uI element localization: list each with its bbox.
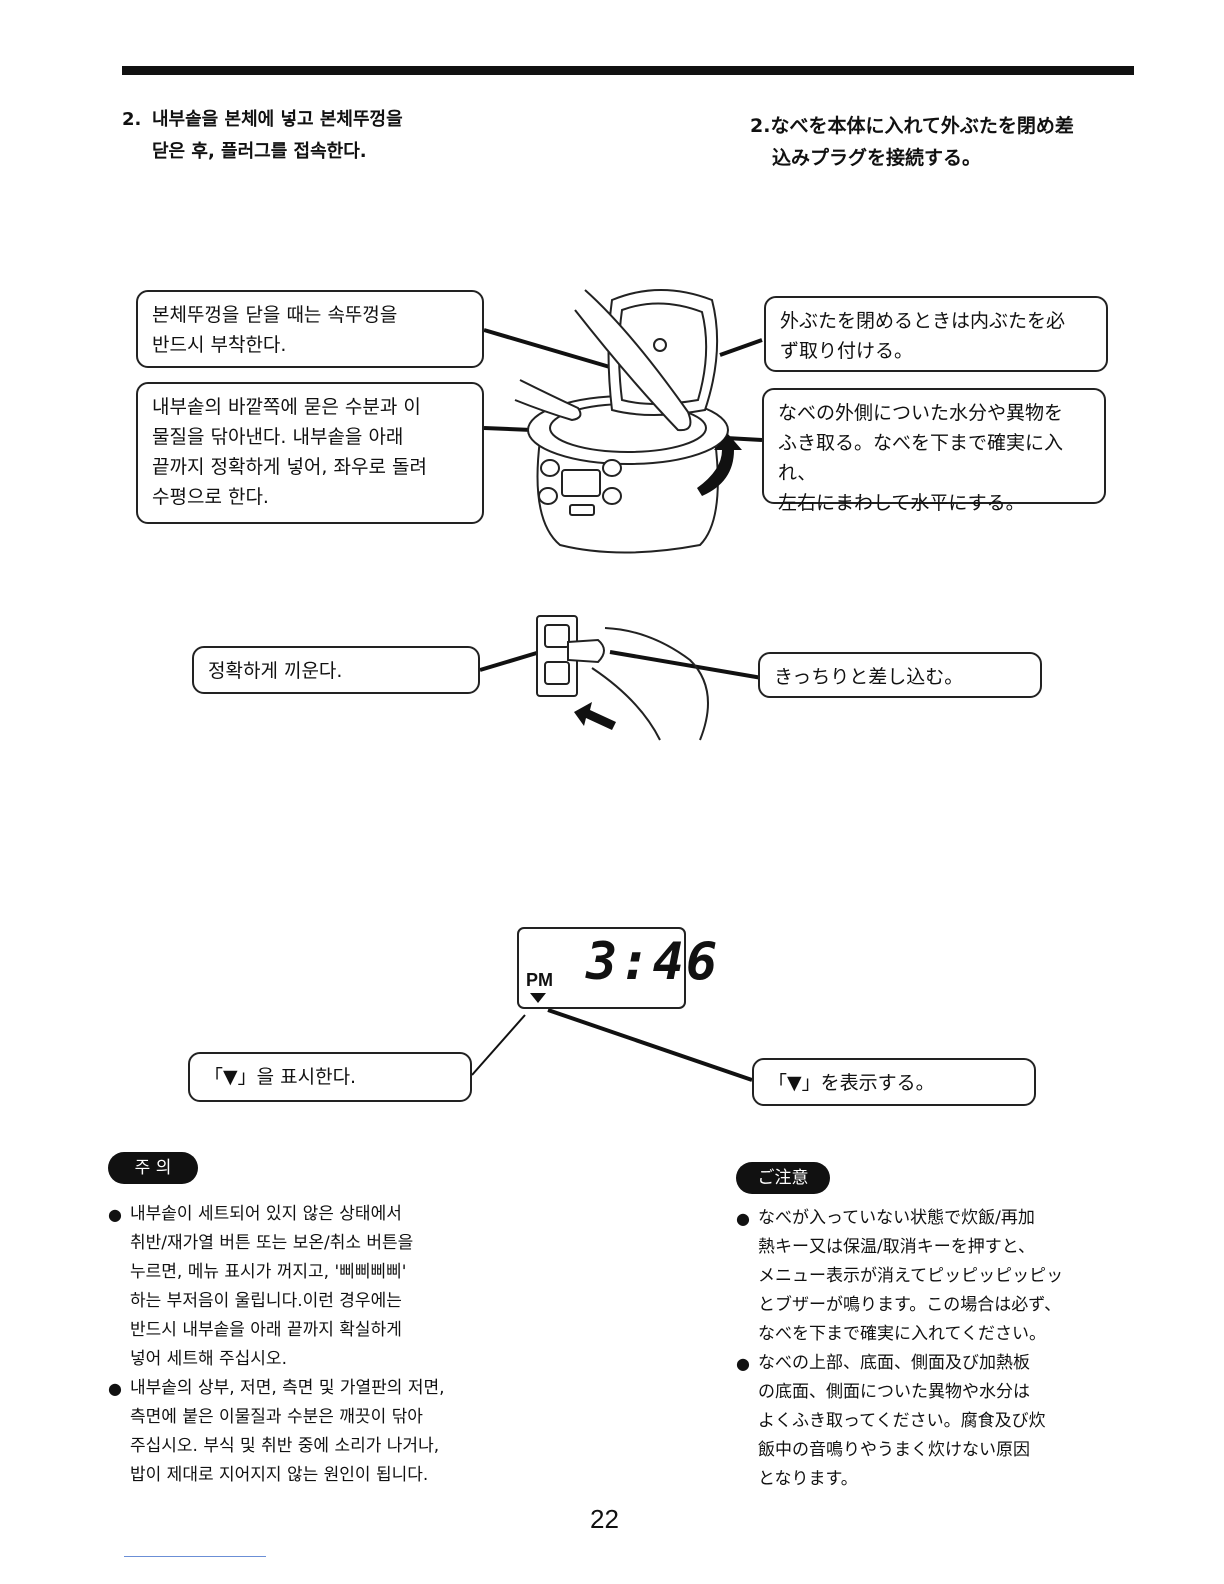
caution-list-ko: 내부솥이 세트되어 있지 않은 상태에서 취반/재가열 버튼 또는 보온/취소 … [108,1200,488,1490]
step-heading-ja-line1: 2.なべを本体に入れて外ぶたを閉め差 [750,115,1074,137]
caution-ja-1-line: 熱キー又は保温/取消キーを押すと、 [758,1237,1036,1257]
step-heading-ko-line1: 내부솥을 본체에 넣고 본체뚜껑을 [152,109,403,130]
caution-ko-1-line: 취반/재가열 버튼 또는 보온/취소 버튼을 [130,1233,414,1253]
step-heading-ja-line2: 込みプラグを接続する。 [772,147,982,169]
callout-pot-ko-line4: 수평으로 한다. [152,486,269,508]
socket-plug-illustration [536,615,709,741]
caution-ja-2-line: なべの上部、底面、側面及び加熱板 [758,1353,1030,1373]
callout-pot-ja: なべの外側についた水分や異物を ふき取る。なべを下まで確実に入れ、 左右にまわし… [762,388,1106,514]
caution-ja-2-line: よくふき取ってください。腐食及び炊 [758,1411,1046,1431]
caution-ko-1-line: 하는 부저음이 울립니다.이런 경우에는 [130,1291,402,1311]
callout-plug-ja-text: きっちりと差し込む。 [774,666,964,688]
step-heading-ko-line2: 닫은 후, 플러그를 접속한다. [152,141,367,162]
callout-lid-ja-line1: 外ぶたを閉めるときは内ぶたを必 [780,310,1066,332]
caution-ko-1-line: 넣어 세트해 주십시오. [130,1349,287,1369]
caution-ko-1-line: 반드시 내부솥을 아래 끝까지 확실하게 [130,1320,402,1340]
callout-plug-ko: 정확하게 끼운다. [192,646,480,694]
rice-cooker-illustration [514,289,729,554]
caution-ja-2-line: 飯中の音鳴りやうまく炊けない原因 [758,1440,1030,1460]
caution-ko-1-line: 내부솥이 세트되어 있지 않은 상태에서 [130,1204,402,1224]
caution-item-ko-2: 내부솥의 상부, 저면, 측면 및 가열판의 저면, 측면에 붙은 이물질과 수… [108,1374,488,1490]
caution-item-ja-1: なべが入っていない状態で炊飯/再加 熱キー又は保温/取消キーを押すと、 メニュー… [736,1204,1126,1349]
caution-ko-2-line: 측면에 붙은 이물질과 수분은 깨끗이 닦아 [130,1407,423,1427]
header-rule [122,66,1134,75]
callout-plug-ja: きっちりと差し込む。 [758,652,1042,698]
caution-ko-2-line: 밥이 제대로 지어지지 않는 원인이 됩니다. [130,1465,429,1485]
callout-display-ko: 「▼」을 표시한다. [188,1052,472,1102]
caution-ja-2-line: の底面、側面についた異物や水分は [758,1382,1030,1402]
step-heading-ko: 2. 내부솥을 본체에 넣고 본체뚜껑을 닫은 후, 플러그를 접속한다. [122,104,522,168]
footer-rule [124,1556,266,1557]
callout-lid-ko: 본체뚜껑을 닫을 때는 속뚜껑을 반드시 부착한다. [136,290,484,368]
caution-ja-2-line: となります。 [758,1469,858,1489]
callout-lid-ja: 外ぶたを閉めるときは内ぶたを必 ず取り付ける。 [764,296,1108,372]
callout-display-ja-text: 「▼」を表示する。 [768,1072,935,1094]
callout-display-ja: 「▼」を表示する。 [752,1058,1036,1106]
callout-lid-ko-line1: 본체뚜껑을 닫을 때는 속뚜껑을 [152,304,398,326]
callout-display-ko-text: 「▼」을 표시한다. [204,1066,357,1088]
caution-item-ja-2: なべの上部、底面、側面及び加熱板 の底面、側面についた異物や水分は よくふき取っ… [736,1349,1126,1494]
callout-pot-ja-line2: ふき取る。なべを下まで確実に入れ、 [778,432,1064,484]
step-heading-ja: 2.なべを本体に入れて外ぶたを閉め差 込みプラグを接続する。 [750,110,1150,174]
callout-pot-ko: 내부솥의 바깥쪽에 묻은 수분과 이 물질을 닦아낸다. 내부솥을 아래 끝까지… [136,382,484,524]
caution-badge-ko: 주 의 [108,1152,198,1184]
callout-pot-ko-line2: 물질을 닦아낸다. 내부솥을 아래 [152,426,404,448]
caution-item-ko-1: 내부솥이 세트되어 있지 않은 상태에서 취반/재가열 버튼 또는 보온/취소 … [108,1200,488,1374]
callout-pot-ko-line1: 내부솥의 바깥쪽에 묻은 수분과 이 [152,396,421,418]
lcd-display-illustration [517,927,686,1009]
callout-pot-ja-line3: 左右にまわして水平にする。 [778,492,1025,514]
caution-ko-2-line: 주십시오. 부식 및 취반 중에 소리가 나거나, [130,1436,440,1456]
caution-ja-1-line: なべを下まで確実に入れてください。 [758,1324,1046,1344]
step-number: 2. [122,109,142,130]
caution-ko-2-line: 내부솥의 상부, 저면, 측면 및 가열판의 저면, [130,1378,445,1398]
caution-badge-ja: ご注意 [736,1162,830,1194]
lcd-time: 3:46 [586,932,720,992]
callout-pot-ko-line3: 끝까지 정확하게 넣어, 좌우로 돌려 [152,456,427,478]
callout-pot-ja-line1: なべの外側についた水分や異物を [778,402,1064,424]
callout-lid-ko-line2: 반드시 부착한다. [152,334,287,356]
page-number: 22 [590,1504,619,1534]
caution-ja-1-line: なべが入っていない状態で炊飯/再加 [758,1208,1035,1228]
caution-ko-1-line: 누르면, 메뉴 표시가 꺼지고, '삐삐삐삐' [130,1262,407,1282]
callout-plug-ko-text: 정확하게 끼운다. [208,660,343,682]
caution-ja-1-line: とブザーが鳴ります。この場合は必ず、 [758,1295,1062,1315]
lcd-ampm: PM [526,970,553,990]
caution-list-ja: なべが入っていない状態で炊飯/再加 熱キー又は保温/取消キーを押すと、 メニュー… [736,1204,1126,1494]
caution-ja-1-line: メニュー表示が消えてピッピッピッピッ [758,1266,1064,1286]
callout-lid-ja-line2: ず取り付ける。 [780,340,914,362]
